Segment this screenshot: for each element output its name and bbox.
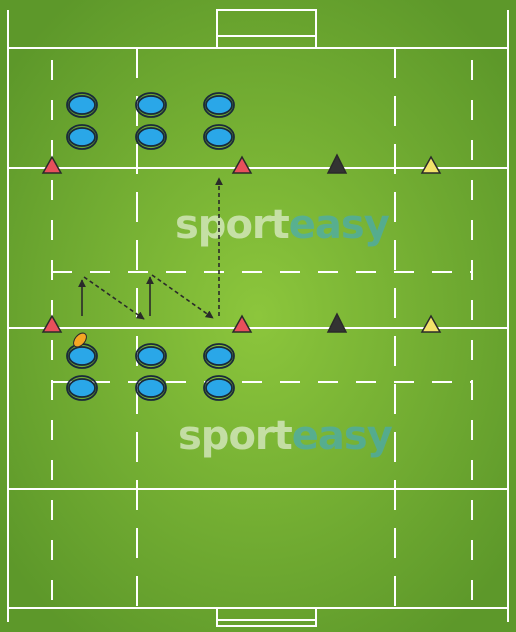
cones [41,153,442,333]
player-icon [135,92,167,118]
player-icon [66,343,98,369]
svg-text:sporteasy: sporteasy [175,202,390,248]
arrows [78,177,223,320]
player-icon [66,375,98,401]
svg-text:sporteasy: sporteasy [178,413,393,459]
bottom-goal-box [216,607,317,627]
cone-icon [231,314,253,333]
player-icon [66,92,98,118]
cone-icon [326,153,348,174]
cone-icon [231,155,253,174]
watermark-1: sporteasy [175,202,391,248]
watermark-2: sporteasy [178,413,394,459]
players [66,92,235,401]
pitch-lines [7,9,509,627]
player-icon [203,124,235,150]
cone-icon [41,155,63,174]
watermark-suffix: easy [292,413,393,459]
cone-icon [41,314,63,333]
player-icon [203,375,235,401]
watermark-prefix: sport [178,413,293,459]
player-icon [66,124,98,150]
cone-icon [326,312,348,333]
player-icon [203,343,235,369]
player-icon [135,124,167,150]
player-icon [203,92,235,118]
player-icon [135,343,167,369]
player-icon [135,375,167,401]
cone-icon [420,314,442,333]
cone-icon [420,155,442,174]
rugby-ball-icon [73,332,87,348]
watermark-suffix: easy [289,202,390,248]
top-goal-box [216,9,317,49]
pass-arrow [151,274,214,319]
watermark-prefix: sport [175,202,290,248]
pass-arrow [83,276,145,320]
